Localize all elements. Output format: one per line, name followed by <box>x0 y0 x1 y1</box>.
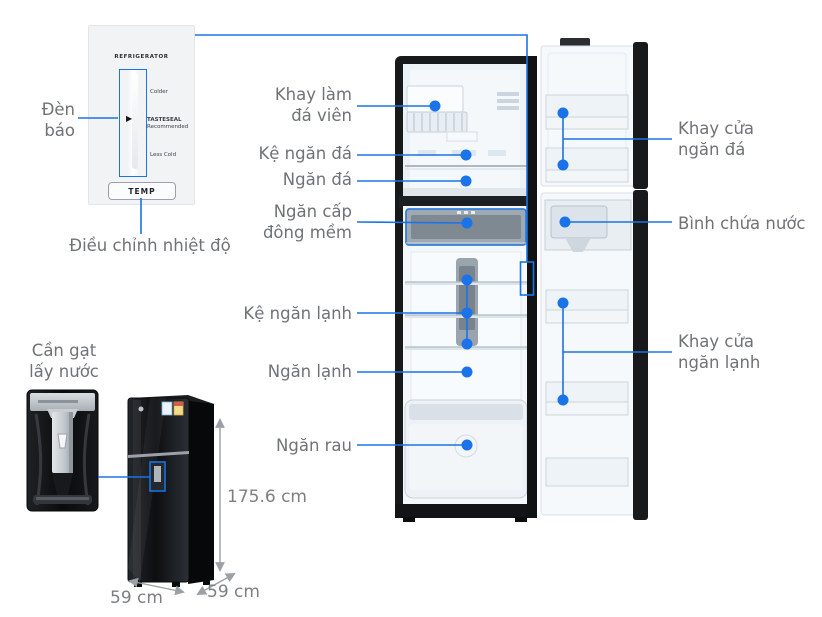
fridge-door-bin-1 <box>545 289 629 324</box>
freezer-door <box>540 38 648 189</box>
temp-control-panel: REFRIGERATOR ▶ Colder TASTESEAL Recommen… <box>88 25 195 205</box>
scale-tasteseal: TASTESEAL <box>147 117 182 123</box>
dimension-height: 175.6 cm <box>227 487 307 507</box>
callout-crisper: Ngăn rau <box>276 436 352 455</box>
callout-indicator-light: Đèn báo <box>41 100 75 140</box>
fridge-door-bin-2 <box>545 381 629 416</box>
callout-water-lever: Cần gạt lấy nước <box>29 341 99 381</box>
freezer-door-bin-2 <box>545 147 629 183</box>
callout-ice-tray: Khay làm đá viên <box>274 85 352 125</box>
temp-button: TEMP <box>108 182 176 200</box>
dimension-arrows <box>128 418 236 596</box>
callout-temp-adjust: Điều chỉnh nhiệt độ <box>69 236 231 255</box>
slider-arrow-icon: ▶ <box>126 114 133 123</box>
scale-recommended: Recommended <box>147 124 189 130</box>
callout-fridge-door-tray: Khay cửa ngăn lạnh <box>678 332 761 372</box>
water-tank <box>544 199 632 252</box>
scale-less-cold: Less Cold <box>150 152 177 158</box>
soft-freeze-drawer <box>405 208 527 246</box>
callout-freezer: Ngăn đá <box>282 170 352 189</box>
slider-groove <box>132 73 138 169</box>
callout-freezer-shelf: Kệ ngăn đá <box>258 144 352 163</box>
closed-fridge <box>127 395 214 587</box>
callout-soft-freeze: Ngăn cấp đông mềm <box>262 202 352 242</box>
callout-water-tank: Bình chứa nước <box>678 214 806 233</box>
vegetable-drawer <box>404 399 528 499</box>
callout-fridge: Ngăn lạnh <box>267 362 352 381</box>
callout-fridge-shelf: Kệ ngăn lạnh <box>243 304 352 323</box>
panel-title: REFRIGERATOR <box>114 54 169 60</box>
dimension-width: 59 cm <box>110 588 163 608</box>
scale-colder: Colder <box>150 89 168 95</box>
dispenser-closeup <box>26 389 99 512</box>
main-fridge-cabinet <box>395 56 537 522</box>
dimension-depth: 59 cm <box>207 582 260 602</box>
temp-slider <box>119 69 147 177</box>
fridge-door-bin-3 <box>545 457 629 487</box>
fridge-door <box>540 190 648 520</box>
freezer-door-bin-1 <box>545 94 629 130</box>
callout-freezer-door-tray: Khay cửa ngăn đá <box>678 119 755 159</box>
